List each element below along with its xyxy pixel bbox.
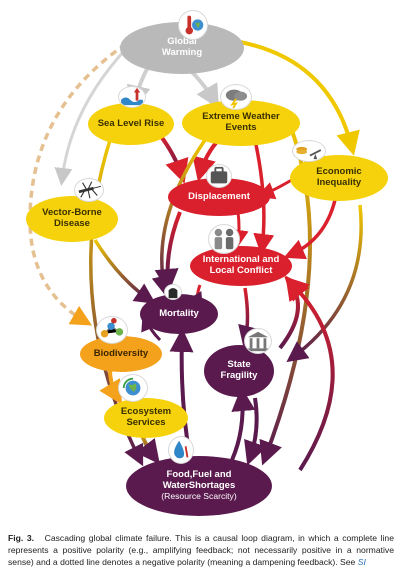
node-biodiversity: Biodiversity: [80, 336, 162, 372]
node-economic-inequality: Economic Inequality: [290, 155, 388, 201]
tombstone-icon: [164, 284, 182, 300]
arrow-gw-inequality: [239, 40, 360, 156]
caption-fig-label: Fig. 3.: [8, 532, 34, 543]
node-vector-borne: Vector-Borne Disease: [26, 196, 118, 242]
arrow-sealevel-displacement: [158, 133, 189, 184]
arrow-fragility-conflict: [278, 275, 310, 350]
arrow-inequality-fragility: [286, 204, 363, 363]
figure-caption: Fig. 3. Cascading global climate failure…: [8, 532, 394, 568]
caption-text: Cascading global climate failure. This i…: [8, 532, 394, 567]
arrow-inequality-conflict: [283, 199, 337, 260]
mosquito-icon: [74, 178, 104, 202]
storm-cloud-icon: [220, 84, 252, 110]
node-global-warming: Global Warming: [120, 22, 244, 74]
water-drop-icon: [168, 436, 194, 464]
wave-icon: [118, 86, 146, 108]
node-ecosystem-services: Ecosystem Services: [104, 398, 188, 438]
node-state-fragility: State Fragility: [204, 345, 274, 397]
arrow-fragility-food: [244, 397, 267, 466]
arrow-gw-biodiversity-dashed: [28, 42, 127, 326]
globe-recycle-icon: [118, 374, 148, 402]
suitcase-icon: [206, 164, 232, 188]
building-icon: [244, 328, 272, 354]
arrow-vector-mortality: [93, 239, 156, 304]
node-food-subtitle: (Resource Scarcity): [161, 490, 237, 501]
people-icon: [208, 224, 240, 254]
arrow-food-conflict: [284, 276, 335, 472]
arrow-gw-weather: [188, 68, 220, 109]
node-sea-level-rise: Sea Level Rise: [88, 103, 174, 145]
caption-si-link[interactable]: SI: [357, 556, 366, 567]
node-mortality: Mortality: [140, 294, 218, 334]
molecule-icon: [96, 316, 128, 344]
arrow-biodiversity-ecosystem: [99, 369, 123, 405]
arrow-gw-vector: [54, 48, 127, 186]
node-conflict: International and Local Conflict: [190, 246, 292, 286]
arrow-displacement-mortality: [154, 211, 182, 293]
coins-scale-icon: [292, 140, 326, 162]
causal-loop-diagram: Global Warming Sea Level Rise Extreme We…: [26, 10, 388, 516]
thermometer-globe-icon: [178, 10, 208, 40]
arrow-food-fragility: [230, 387, 256, 461]
node-food-fuel-water: Food,Fuel and WaterShortages (Resource S…: [126, 456, 272, 516]
